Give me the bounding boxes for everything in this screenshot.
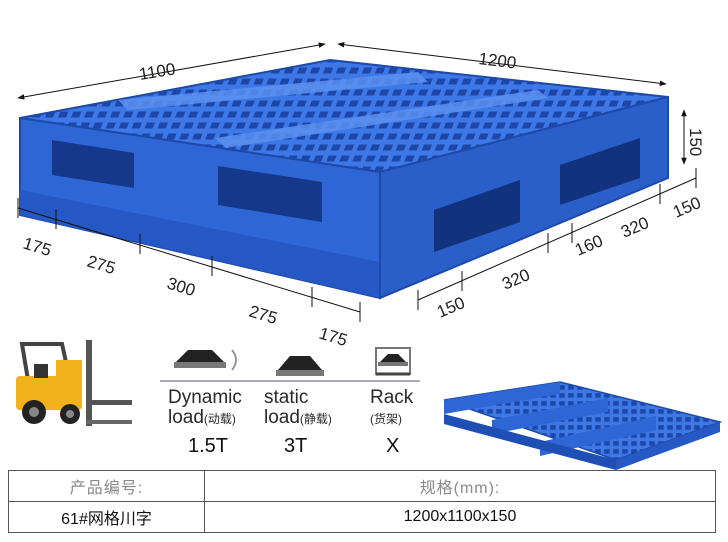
static-line2: load	[264, 407, 300, 428]
rack-name: Rack	[370, 387, 414, 408]
table-row: 61#网格川字 1200x1100x150	[8, 501, 716, 533]
dynamic-name: Dynamic	[168, 387, 242, 408]
bottom-band	[20, 190, 380, 298]
rack-load-icon	[375, 347, 411, 376]
dim-side-2: 320	[499, 265, 533, 294]
dim-side-5: 150	[670, 193, 704, 222]
dim-front-2: 275	[85, 252, 118, 278]
static-load-label: static load(静载)	[264, 388, 332, 429]
static-name: static	[264, 387, 309, 408]
dim-front-4: 275	[247, 302, 280, 328]
dim-side-4: 320	[618, 213, 652, 242]
pallet-side-face	[379, 95, 669, 300]
pallet-underside	[443, 381, 723, 470]
dim-width-top: 1100	[138, 59, 177, 83]
header-size: 规格(mm):	[204, 470, 716, 502]
dim-height: 150	[686, 128, 705, 156]
dynamic-load-icon	[174, 349, 237, 371]
dim-front-1: 175	[21, 234, 54, 260]
dim-front-3: 300	[165, 274, 198, 300]
static-load-icon	[276, 356, 324, 376]
static-cn: (静载)	[299, 412, 332, 426]
rack-load-label: Rack (货架)	[370, 388, 413, 429]
side-opening	[560, 138, 640, 205]
dim-side-3: 160	[572, 231, 606, 260]
dynamic-load-value: 1.5T	[188, 435, 229, 457]
spec-table: 产品编号: 规格(mm): 61#网格川字 1200x1100x150	[8, 470, 716, 533]
rack-load-value: X	[386, 435, 400, 457]
header-product-code: 产品编号:	[8, 470, 205, 502]
static-load-value: 3T	[284, 435, 308, 457]
runner	[492, 398, 608, 434]
forklift-image	[16, 340, 132, 426]
size-value: 1200x1100x150	[204, 501, 716, 533]
fork-opening	[52, 140, 134, 188]
product-code-value: 61#网格川字	[8, 501, 205, 533]
deck-runner	[215, 90, 548, 148]
dynamic-cn: (动载)	[203, 412, 236, 426]
dim-side-1: 150	[434, 293, 468, 322]
dynamic-line2: load	[168, 407, 204, 428]
dim-front-5: 175	[317, 324, 350, 350]
dim-length-top: 1200	[478, 49, 518, 72]
table-header-row: 产品编号: 规格(mm):	[8, 470, 716, 502]
load-icons	[160, 347, 420, 382]
fork-opening	[218, 166, 322, 222]
runner	[540, 416, 656, 456]
pallet-main	[19, 58, 669, 300]
rack-cn: (货架)	[370, 412, 402, 426]
runner	[444, 382, 560, 414]
dynamic-load-label: Dynamic load(动载)	[168, 388, 242, 429]
side-opening	[434, 180, 520, 252]
